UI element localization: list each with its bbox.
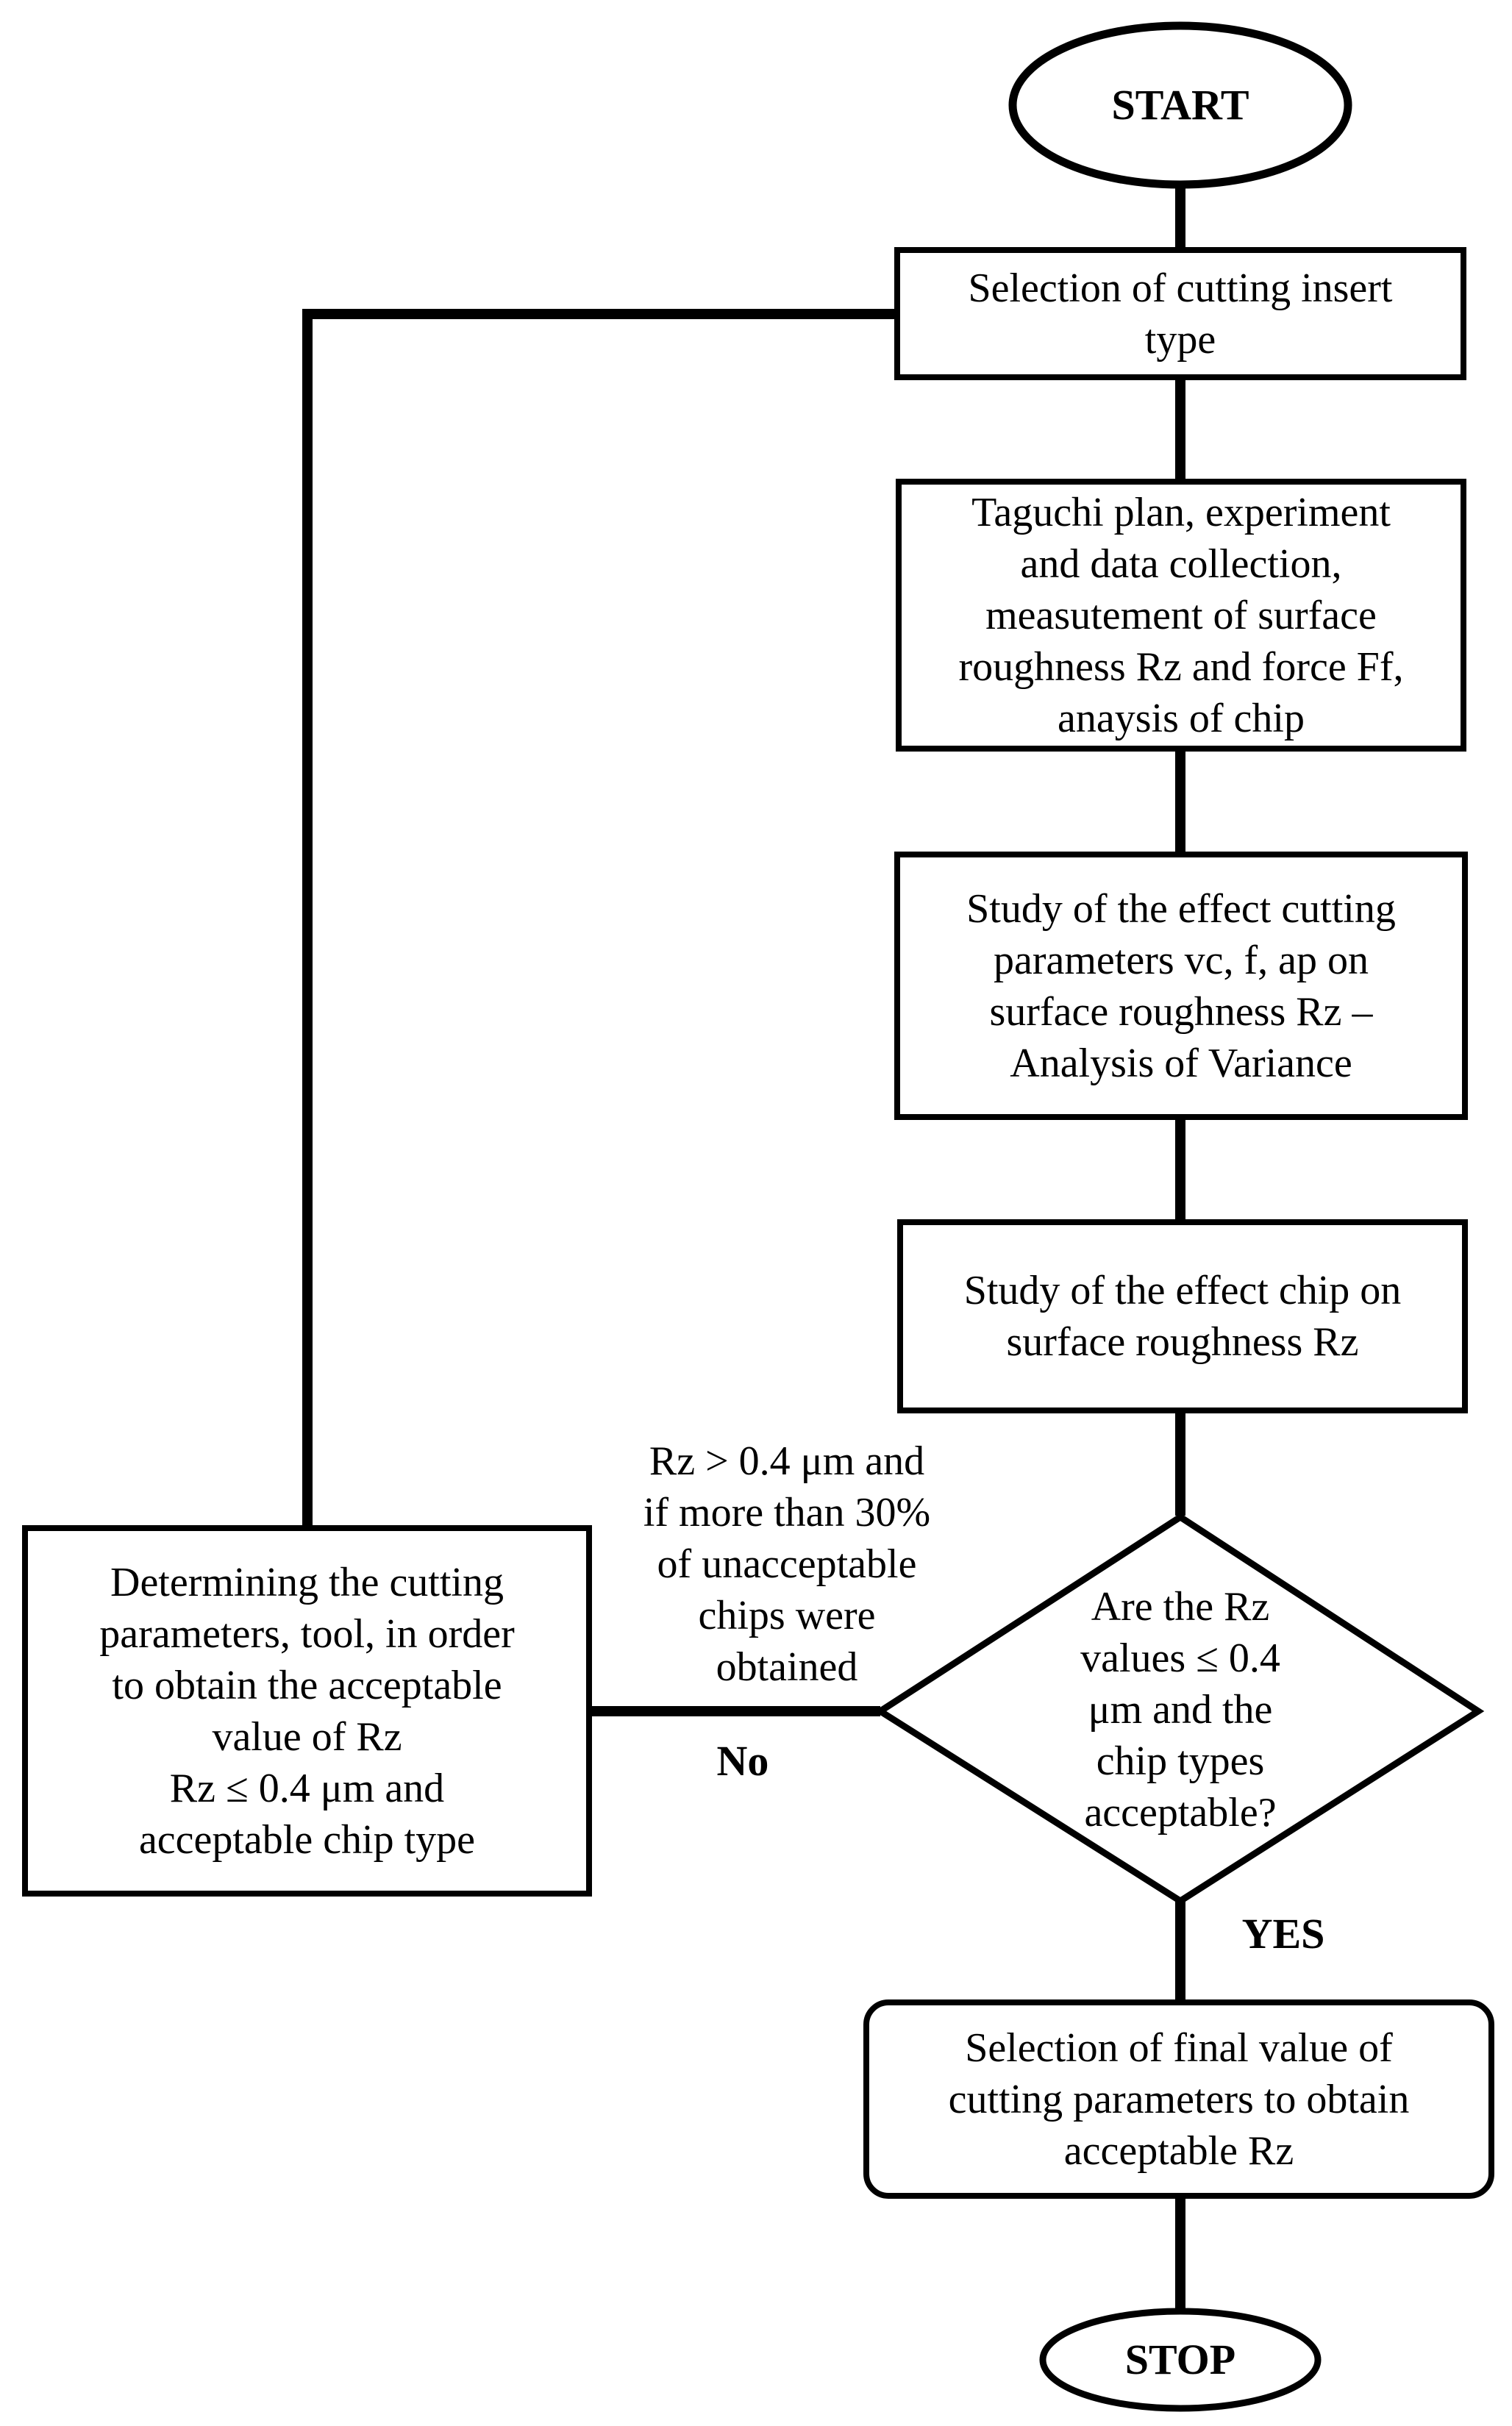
study-params-line-3: surface roughness Rz – bbox=[989, 988, 1373, 1035]
insert-line-1: Selection of cutting insert bbox=[968, 265, 1393, 311]
study-params-line-2: parameters vc, f, ap on bbox=[994, 937, 1369, 983]
taguchi-line-3: measutement of surface bbox=[985, 592, 1377, 638]
decision-line-2: values ≤ 0.4 bbox=[1080, 1635, 1280, 1681]
no-label: No bbox=[716, 1737, 769, 1785]
final-line-1: Selection of final value of bbox=[965, 2024, 1393, 2071]
study-params-box: Study of the effect cutting parameters v… bbox=[900, 857, 1462, 1114]
taguchi-box-shape bbox=[896, 479, 1466, 752]
condition-line-4: chips were bbox=[698, 1593, 876, 1638]
study-chip-box: Study of the effect chip on surface roug… bbox=[903, 1225, 1462, 1408]
start-terminator: START bbox=[1013, 26, 1348, 185]
determine-line-2: parameters, tool, in order bbox=[99, 1610, 515, 1657]
determine-box-shape bbox=[22, 1525, 592, 1897]
decision-diamond: Are the Rz values ≤ 0.4 μm and the chip … bbox=[1015, 1566, 1346, 1853]
start-label: START bbox=[1111, 81, 1249, 129]
determine-line-3: to obtain the acceptable bbox=[112, 1662, 502, 1708]
decision-line-4: chip types bbox=[1096, 1738, 1265, 1784]
condition-line-1: Rz > 0.4 μm and bbox=[649, 1438, 925, 1484]
determine-line-5: Rz ≤ 0.4 μm and bbox=[169, 1765, 445, 1811]
final-line-3: acceptable Rz bbox=[1063, 2127, 1294, 2174]
taguchi-line-5: anaysis of chip bbox=[1058, 695, 1305, 741]
condition-line-3: of unacceptable bbox=[657, 1541, 917, 1587]
final-line-2: cutting parameters to obtain bbox=[948, 2076, 1410, 2122]
study-chip-line-2: surface roughness Rz bbox=[1006, 1319, 1359, 1365]
determine-line-1: Determining the cutting bbox=[110, 1559, 504, 1605]
determine-line-4: value of Rz bbox=[212, 1713, 402, 1760]
study-params-box-shape bbox=[894, 852, 1468, 1120]
determine-box: Determining the cutting parameters, tool… bbox=[28, 1531, 586, 1891]
study-params-line-1: Study of the effect cutting bbox=[966, 885, 1396, 932]
stop-terminator: STOP bbox=[1043, 2311, 1318, 2408]
taguchi-line-4: roughness Rz and force Ff, bbox=[958, 643, 1404, 690]
insert-line-2: type bbox=[1144, 316, 1216, 363]
stop-terminator-shape bbox=[1039, 2308, 1322, 2412]
insert-selection-box: Selection of cutting insert type bbox=[900, 253, 1461, 374]
final-selection-box: Selection of final value of cutting para… bbox=[869, 2005, 1488, 2193]
study-chip-line-1: Study of the effect chip on bbox=[963, 1268, 1402, 1313]
taguchi-box: Taguchi plan, experiment and data collec… bbox=[902, 485, 1461, 746]
decision-line-5: acceptable? bbox=[1084, 1790, 1277, 1835]
arrow-loop-back-to-insert bbox=[302, 309, 896, 1528]
taguchi-line-2: and data collection, bbox=[1020, 541, 1342, 587]
study-params-line-4: Analysis of Variance bbox=[1010, 1040, 1352, 1086]
yes-label: YES bbox=[1241, 1910, 1325, 1958]
condition-line-2: if more than 30% bbox=[643, 1490, 931, 1535]
stop-label: STOP bbox=[1124, 2336, 1236, 2383]
taguchi-line-1: Taguchi plan, experiment bbox=[971, 489, 1391, 535]
study-chip-box-shape bbox=[897, 1219, 1468, 1413]
decision-line-1: Are the Rz bbox=[1091, 1584, 1270, 1630]
decision-line-3: μm and the bbox=[1088, 1687, 1273, 1733]
condition-label: Rz > 0.4 μm and if more than 30% of unac… bbox=[596, 1435, 978, 1693]
condition-line-5: obtained bbox=[716, 1644, 858, 1690]
determine-line-6: acceptable chip type bbox=[138, 1816, 476, 1863]
